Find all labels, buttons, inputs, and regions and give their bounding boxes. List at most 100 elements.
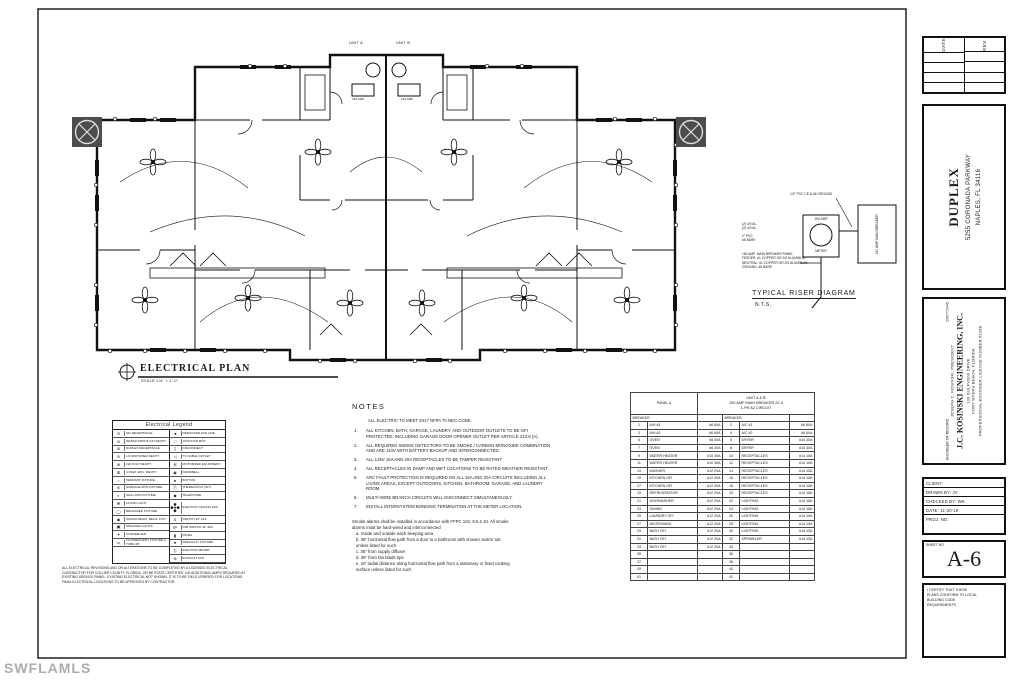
- legend-symbol: ▣: [113, 524, 125, 530]
- legend-label: BUTTON: [182, 477, 196, 482]
- legend-label: FLOOD LIGHT: [126, 500, 147, 505]
- breaker-label-right: BREAKER: [722, 414, 790, 422]
- smoke-sub-item: d. 36" from fan blade tips: [356, 554, 404, 560]
- drawing-info-box: CLIENT: DRAWN BY: JV CHECKED BY: WK DATE…: [922, 477, 1006, 535]
- legend-row: ◯RECESSED FIXTURE: [113, 508, 169, 516]
- riser-ground-label: 1/2" PVC CE & #6 GROUND: [790, 192, 833, 196]
- panel-b-amp-label: 150 AMP: [401, 97, 414, 101]
- legend-symbol: ⊖: [113, 454, 125, 460]
- legend-label: SWITCH 42" AFF: [182, 516, 207, 521]
- date-label: DATE: [941, 38, 947, 52]
- legend-label: EXHAUST FAN: [182, 555, 204, 560]
- riser-linework: [800, 197, 897, 309]
- revision-cell: [964, 73, 1004, 83]
- legend-label: JUNCTION BOX: [182, 438, 206, 443]
- smoke-sub-item: a. Inside and outside each sleeping area: [356, 530, 434, 536]
- note-item: 6.MULTI-WIRE BRANCH CIRCUITS WILL DISCON…: [354, 495, 513, 501]
- legend-symbol: ◆: [170, 493, 182, 499]
- breaker-label-left: BREAKER: [630, 414, 698, 422]
- legend-symbol: ⊘: [113, 438, 125, 444]
- receptacle-symbols: [93, 63, 679, 364]
- legend-label: WATER RESIS. RECS. FIXT.: [126, 516, 167, 521]
- legend-row: ◄DEDICATED FAN LINE: [169, 430, 225, 438]
- legend-title: Electrical Legend: [113, 421, 225, 430]
- legend-symbol: ◄: [170, 430, 182, 436]
- notes-title: NOTES: [352, 402, 386, 411]
- legend-row: ▣SPEAKER LIGHTS: [113, 524, 169, 532]
- legend-label: RECESSED FIXTURE: [126, 508, 158, 513]
- legend-row: ⊛EXHAUST FAN: [169, 555, 225, 563]
- riser-panel-note-line: GROUND: #6 BARE: [742, 264, 773, 269]
- legend-row: ★SPECIALTY FIXTURE: [169, 540, 225, 548]
- unit-b-label: UNIT B: [396, 41, 411, 45]
- legend-symbol: ✣: [169, 500, 182, 515]
- legend-symbol: ●: [170, 477, 182, 483]
- riser-panel-note-line: FEEDER: #1 COPPER OR 2/0 ALUMINUM: [742, 256, 806, 261]
- revision-cell: [924, 73, 964, 84]
- revision-cell: [924, 83, 964, 92]
- date-cells: [924, 53, 964, 93]
- panel-header-circuit: 1-PH A2 CIRCUIT: [740, 406, 772, 411]
- plan-title-symbol: [118, 363, 338, 381]
- legend-label: PENDANT FIXTURE: [126, 477, 155, 482]
- legend-row: ❋FLOOD LIGHT: [113, 500, 169, 508]
- legend-row: ◁TV CABLE OUTLET: [169, 453, 225, 462]
- legend-symbol: □: [170, 438, 182, 444]
- legend-row: ◆TELEPHONE: [169, 492, 225, 501]
- legend-symbol: ❋: [113, 501, 125, 507]
- legend-label: PANEL: [182, 532, 193, 537]
- legend-row: □JUNCTION BOX: [169, 438, 225, 446]
- certification-box: I CERTIFY THAT THESE PLANS CONFORM TO LO…: [922, 583, 1006, 658]
- electrical-legend: Electrical Legend ⊖ GFI RECEPTACLE⊘ WATER …: [112, 420, 226, 564]
- legend-symbol: ⊞: [113, 469, 125, 475]
- project-title-box: DUPLEX 5255 CORONADA PARKWAY NAPLES, FL …: [922, 104, 1006, 290]
- notes-items: 1.ALL KITCHEN, BATH, GARAGE, LAUNDRY, AN…: [352, 428, 567, 510]
- legend-label: WALL MTD FIXTURE: [126, 493, 156, 498]
- legend-symbol: ◁: [170, 454, 182, 460]
- legend-label: SPEAKER LIGHTS: [126, 524, 153, 529]
- legend-symbol: S: [170, 517, 182, 523]
- legend-label: 4 PLEX 110V. RECPT.: [126, 469, 157, 474]
- legend-label: 220 VOLT RECPT.: [126, 461, 152, 466]
- legend-row: ▭FLUORESCENT FIXTURE 2 TUBE 48": [113, 539, 169, 547]
- legend-symbol: ▮: [170, 532, 182, 538]
- smoke-intro: Smoke alarms shall be installed in accor…: [352, 518, 509, 530]
- rev-cells: [964, 52, 1005, 92]
- checked-by-field: CHECKED BY: WK: [924, 497, 1004, 506]
- legend-label: DIM SWITCH 42" AFF: [182, 524, 214, 529]
- revision-cell: [964, 52, 1004, 63]
- legend-footnote: ALL ELECTRICAL REVISIONS AND OR ALTERATI…: [62, 566, 246, 584]
- legend-label: SPECIALTY FIXTURE: [182, 540, 214, 545]
- legend-label: ELECTRIC METER: [182, 548, 210, 553]
- legend-label: GFI RECEPTACLE: [126, 430, 153, 435]
- riser-nts: N.T.S.: [755, 302, 772, 308]
- legend-label: TELEPHONE: [182, 493, 202, 498]
- legend-row: ▯DISCONNECT: [169, 446, 225, 454]
- certification-text: I CERTIFY THAT THESE PLANS CONFORM TO LO…: [927, 588, 977, 607]
- revision-cell: [965, 83, 1005, 92]
- note-item: 5.ARC FAULT PROTECTION IS REQUIRED ON AL…: [354, 474, 546, 492]
- legend-symbol: ✶: [113, 532, 125, 538]
- legend-symbol: ★: [170, 540, 182, 546]
- legend-symbol: ◉: [113, 516, 125, 522]
- revision-table: DATE REV.: [922, 36, 1006, 94]
- revision-cell: [964, 62, 1004, 73]
- legend-row: ◉WATER RESIS. RECS. FIXT.: [113, 516, 169, 524]
- legend-label: DISCONNECT: [182, 446, 203, 451]
- revision-cell: [924, 53, 964, 63]
- engineer-firm: J.C. KOSINSKI ENGINEERING, INC.: [955, 313, 965, 449]
